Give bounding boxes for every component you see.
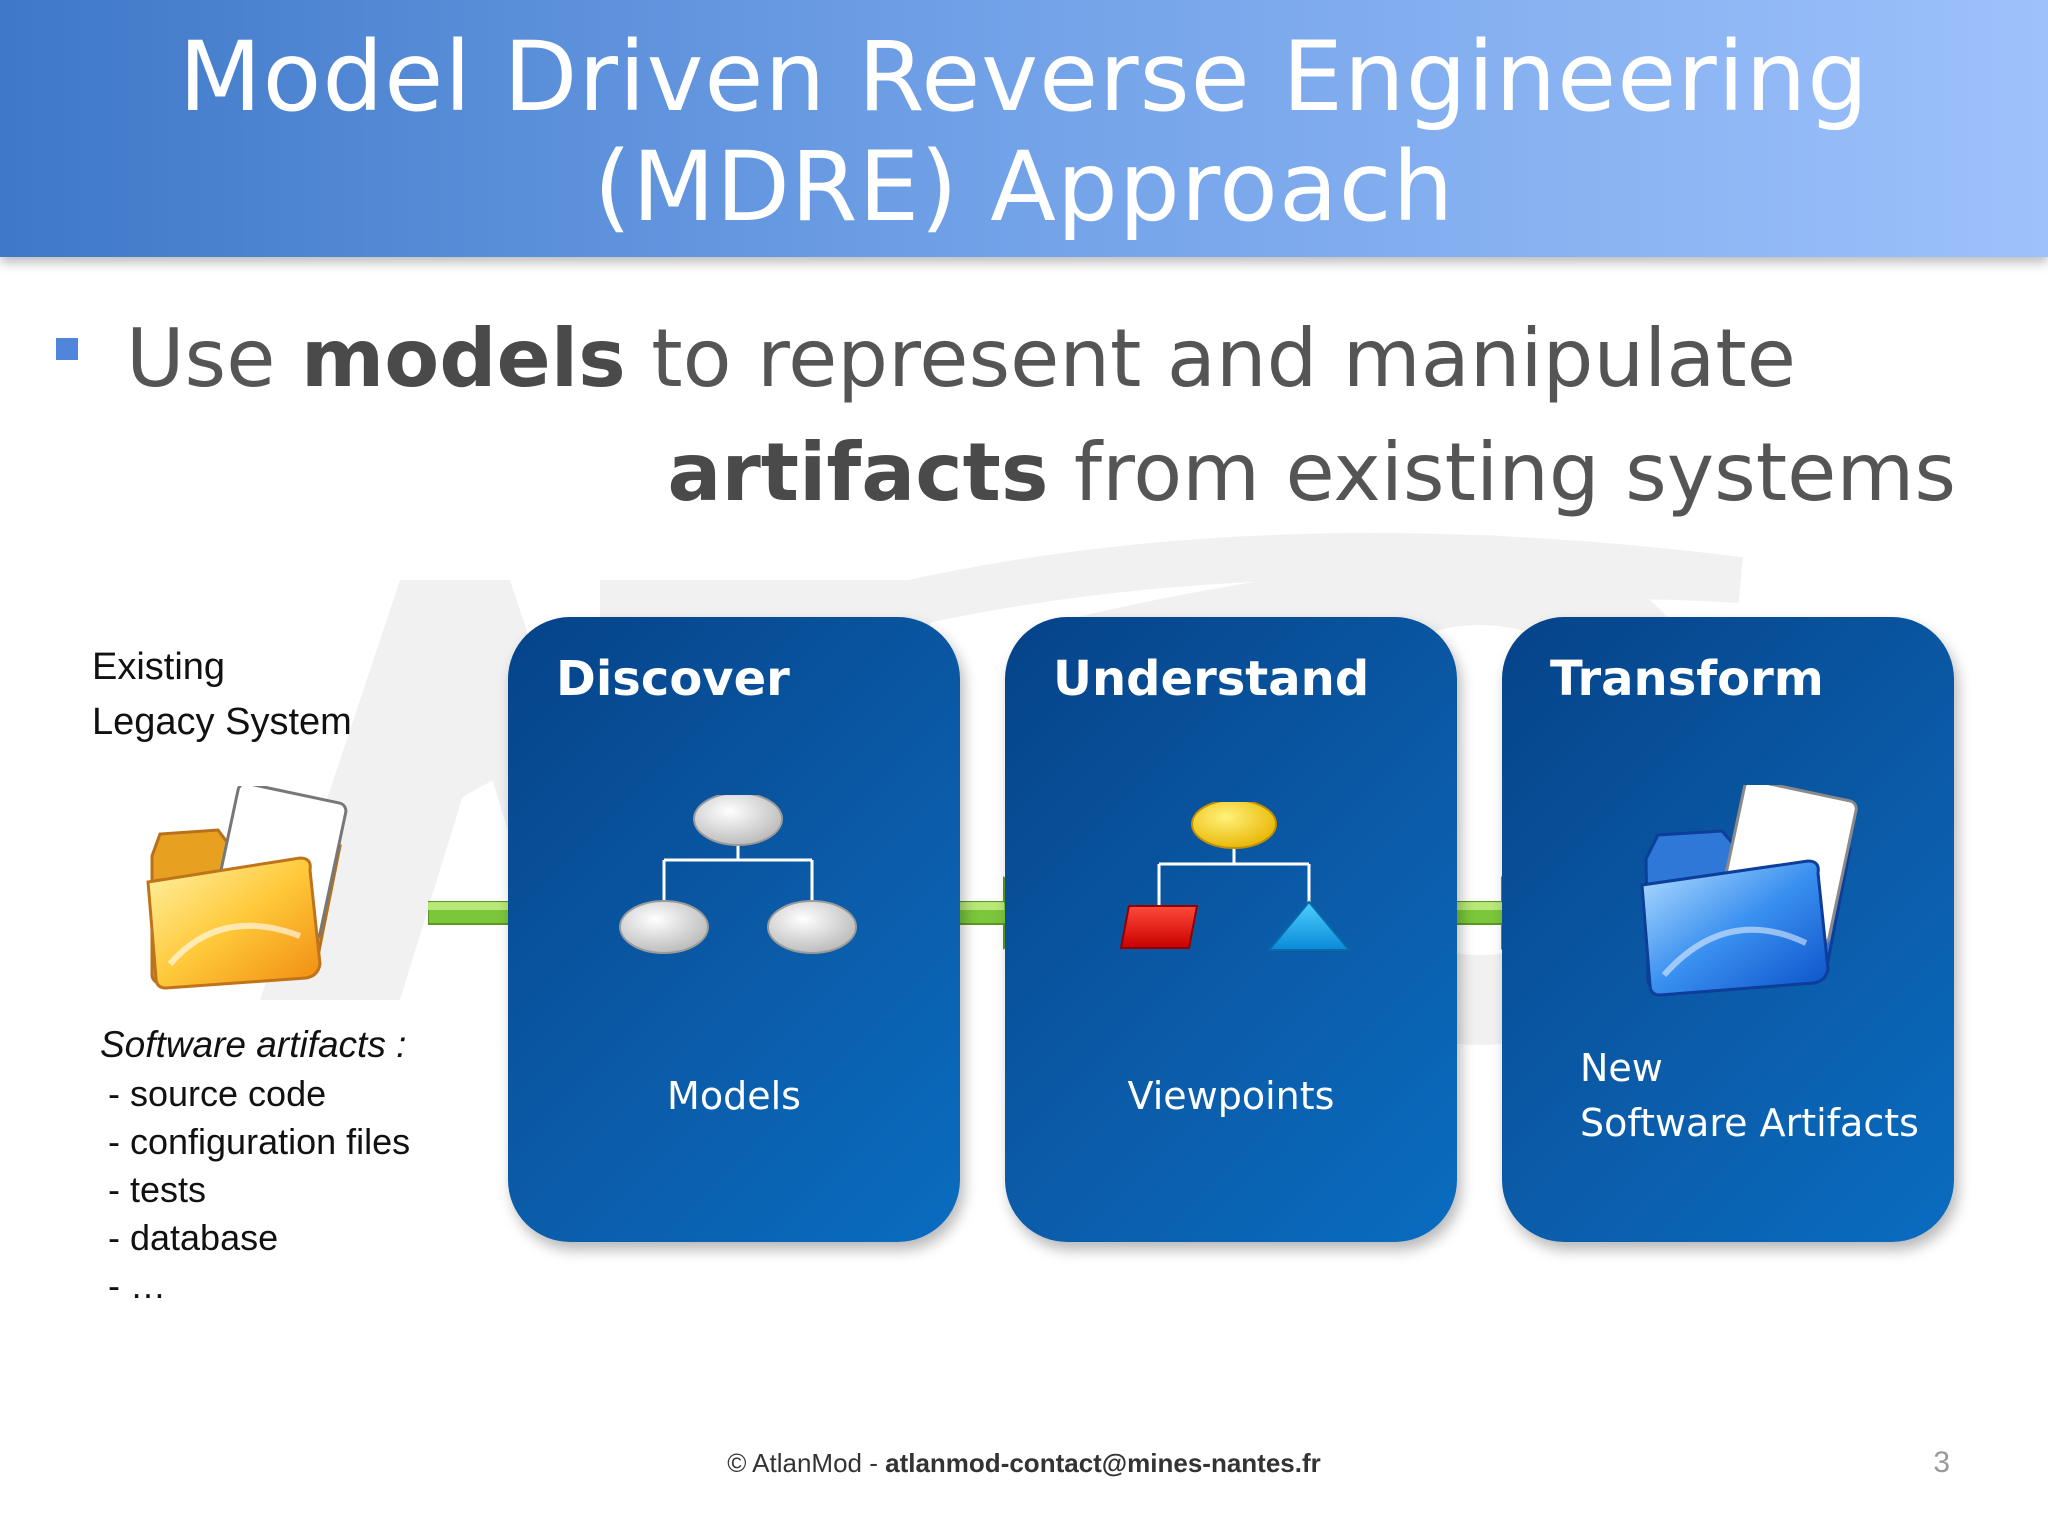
list-item: - source code bbox=[108, 1073, 327, 1114]
blue-folder-icon bbox=[1640, 785, 1858, 997]
legacy-label-line2: Legacy System bbox=[92, 701, 352, 743]
footer-separator: - bbox=[862, 1448, 886, 1478]
bullet-marker bbox=[56, 338, 78, 360]
legacy-system-label: Existing Legacy System bbox=[92, 640, 352, 750]
yellow-folder-icon bbox=[146, 786, 348, 990]
step-title: Discover bbox=[556, 651, 790, 707]
footer-copyright: © AtlanMod bbox=[727, 1448, 863, 1478]
step-caption-line1: New bbox=[1580, 1046, 1663, 1090]
slide-title-line1: Model Driven Reverse Engineering bbox=[178, 21, 1870, 133]
list-item: - database bbox=[108, 1217, 279, 1258]
bullet-text-models: models bbox=[300, 312, 626, 405]
slide-title: Model Driven Reverse Engineering (MDRE) … bbox=[0, 22, 2048, 242]
viewpoint-diagram-icon bbox=[1119, 802, 1352, 951]
legacy-label-line1: Existing bbox=[92, 646, 226, 688]
slide-title-line2: (MDRE) Approach bbox=[593, 131, 1455, 243]
step-caption: Viewpoints bbox=[1005, 1069, 1457, 1124]
step-caption: New Software Artifacts bbox=[1580, 1041, 1919, 1151]
title-banner: Model Driven Reverse Engineering (MDRE) … bbox=[0, 0, 2048, 257]
step-caption-line1: Models bbox=[667, 1074, 801, 1118]
list-item: - … bbox=[108, 1265, 166, 1306]
software-artifacts-list: - source code - configuration files - te… bbox=[108, 1070, 410, 1310]
step-title: Transform bbox=[1550, 651, 1824, 707]
list-item: - configuration files bbox=[108, 1121, 411, 1162]
list-item: - tests bbox=[108, 1169, 207, 1210]
step-understand: Understand bbox=[1005, 617, 1457, 1242]
bullet-text-part2: to represent and manipulate bbox=[625, 312, 1796, 405]
step-discover: Discover Models bbox=[508, 617, 960, 1242]
bullet-line2: artifacts from existing systems bbox=[126, 416, 2006, 530]
step-title: Understand bbox=[1053, 651, 1370, 707]
bullet-text-part3: from existing systems bbox=[1048, 426, 1956, 519]
bullet-text-artifacts: artifacts bbox=[667, 426, 1049, 519]
step-caption-line1: Viewpoints bbox=[1127, 1074, 1335, 1118]
bullet-point: Use models to represent and manipulate a… bbox=[126, 302, 2006, 530]
step-caption: Models bbox=[508, 1069, 960, 1124]
page-number: 3 bbox=[1933, 1446, 1950, 1479]
step-transform: Transform New Software Artifacts bbox=[1502, 617, 1954, 1242]
footer: © AtlanMod - atlanmod-contact@mines-nant… bbox=[0, 1448, 2048, 1479]
footer-email: atlanmod-contact@mines-nantes.fr bbox=[885, 1448, 1321, 1478]
bullet-text-part1: Use bbox=[126, 312, 301, 405]
software-artifacts-title: Software artifacts : bbox=[100, 1024, 407, 1065]
step-caption-line2: Software Artifacts bbox=[1580, 1101, 1919, 1145]
hierarchy-model-icon bbox=[619, 795, 857, 954]
